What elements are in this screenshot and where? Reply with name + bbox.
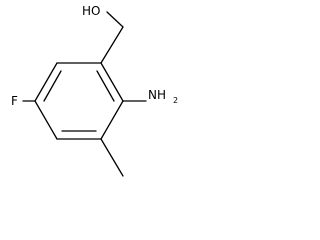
molecule-structure: HO F NH 2 [11,4,178,177]
amine-subscript: 2 [173,96,178,105]
ring-bond-c4-c5 [34,100,58,140]
hydroxyl-label: HO [82,4,100,18]
ring-double-bond-c1-c2 [96,70,115,102]
fluorine-label: F [11,94,18,108]
bond-c3-methyl [100,138,124,177]
bond-ch2-oh [106,11,124,28]
ring-bond-c5-c6 [34,62,58,102]
ring-bond-c1-c2 [100,62,124,102]
amine-label: NH [148,88,166,102]
ring-double-bond-c5-c6 [43,70,62,102]
bond-c1-ch2 [100,26,124,64]
ring-bond-c2-c3 [100,100,124,140]
